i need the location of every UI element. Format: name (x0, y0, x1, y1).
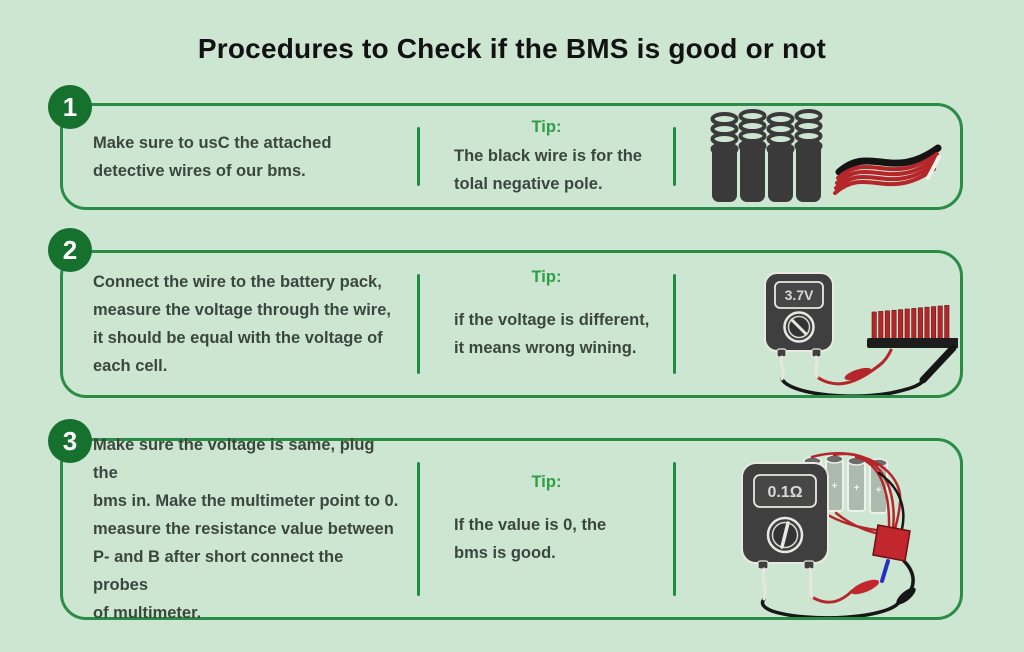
step-2-instruction: Connect the wire to the battery pack, me… (63, 253, 417, 395)
instruction-line: it should be equal with the voltage of (93, 329, 383, 347)
step-1-illustration-area (676, 106, 960, 207)
step-2-number-badge: 2 (48, 228, 92, 272)
tip-line: if the voltage is different, (454, 310, 650, 329)
step-3-instruction: Make sure the voltage is same, plug the … (63, 436, 417, 622)
step-1-tip: Tip: The black wire is for the tolal neg… (420, 106, 673, 207)
multimeter-icon: 3.7V (764, 272, 834, 381)
tip-label: Tip: (531, 267, 562, 286)
divider (417, 127, 420, 186)
step-1-instruction: Make sure to usC the attached detective … (63, 106, 417, 207)
step-3-illustration-area: ++ ++ (676, 441, 960, 617)
instruction-line: Make sure the voltage is same, plug the (93, 436, 375, 482)
instruction-line: detective wires of our bms. (93, 161, 306, 180)
instruction-line: bms in. Make the multimeter point to 0. (93, 492, 399, 510)
meter-probe-leads (761, 567, 814, 601)
step-3-tip: Tip: If the value is 0, the bms is good. (420, 441, 673, 617)
tip-label: Tip: (531, 472, 562, 491)
multimeter-measuring-bms-icon: 3.7V (764, 272, 958, 395)
step-2-number: 2 (62, 234, 78, 265)
step-1-panel: Make sure to usC the attached detective … (60, 103, 963, 210)
step-3-panel: Make sure the voltage is same, plug the … (60, 436, 963, 622)
bms-board-icon (844, 305, 958, 384)
step-2-tip: Tip: if the voltage is different, it mea… (420, 253, 673, 395)
instruction-line: measure the resistance value between (93, 520, 394, 538)
instruction-line: of multimeter. (93, 604, 202, 622)
tip-line: If the value is 0, the (454, 515, 607, 534)
divider (673, 127, 676, 186)
wires (780, 348, 926, 395)
step-1-number: 1 (62, 91, 78, 122)
wire-ribbon-icon (833, 144, 942, 195)
divider (673, 274, 676, 374)
divider (417, 274, 420, 374)
connector-and-clips (850, 524, 916, 605)
multimeter-icon: 0.1Ω (741, 462, 829, 601)
meter-reading-value: 0.1Ω (767, 484, 802, 501)
svg-text:+: + (854, 483, 860, 494)
step-3-number-badge: 3 (48, 419, 92, 463)
instruction-line: Make sure to usC the attached (93, 133, 332, 152)
step-3-number: 3 (62, 425, 78, 456)
instruction-line: Connect the wire to the battery pack, (93, 273, 382, 291)
svg-text:+: + (832, 481, 838, 492)
instruction-line: P- and B after short connect the probes (93, 548, 344, 594)
tip-line: it means wrong wining. (454, 338, 637, 357)
tip-line: tolal negative pole. (454, 175, 603, 193)
meter-reading-value: 3.7V (785, 287, 814, 303)
battery-pack-with-wire-ribbon-icon (710, 109, 942, 202)
page-title: Procedures to Check if the BMS is good o… (197, 33, 827, 64)
tip-line: The black wire is for the (454, 147, 642, 165)
tip-label: Tip: (531, 118, 562, 136)
meter-display (753, 474, 817, 508)
svg-text:+: + (876, 485, 882, 496)
multimeter-resistance-check-icon: ++ ++ (741, 452, 916, 617)
instruction-line: each cell. (93, 357, 168, 375)
divider (417, 462, 420, 596)
step-1-number-badge: 1 (48, 85, 92, 129)
instruction-line: measure the voltage through the wire, (93, 301, 391, 319)
step-2-illustration-area: 3.7V (676, 253, 960, 395)
battery-cells-icon (710, 109, 823, 202)
tip-line: bms is good. (454, 543, 556, 562)
step-2-panel: Connect the wire to the battery pack, me… (60, 250, 963, 398)
meter-display (774, 281, 824, 309)
meter-probe-leads (779, 355, 819, 381)
divider (673, 462, 676, 596)
